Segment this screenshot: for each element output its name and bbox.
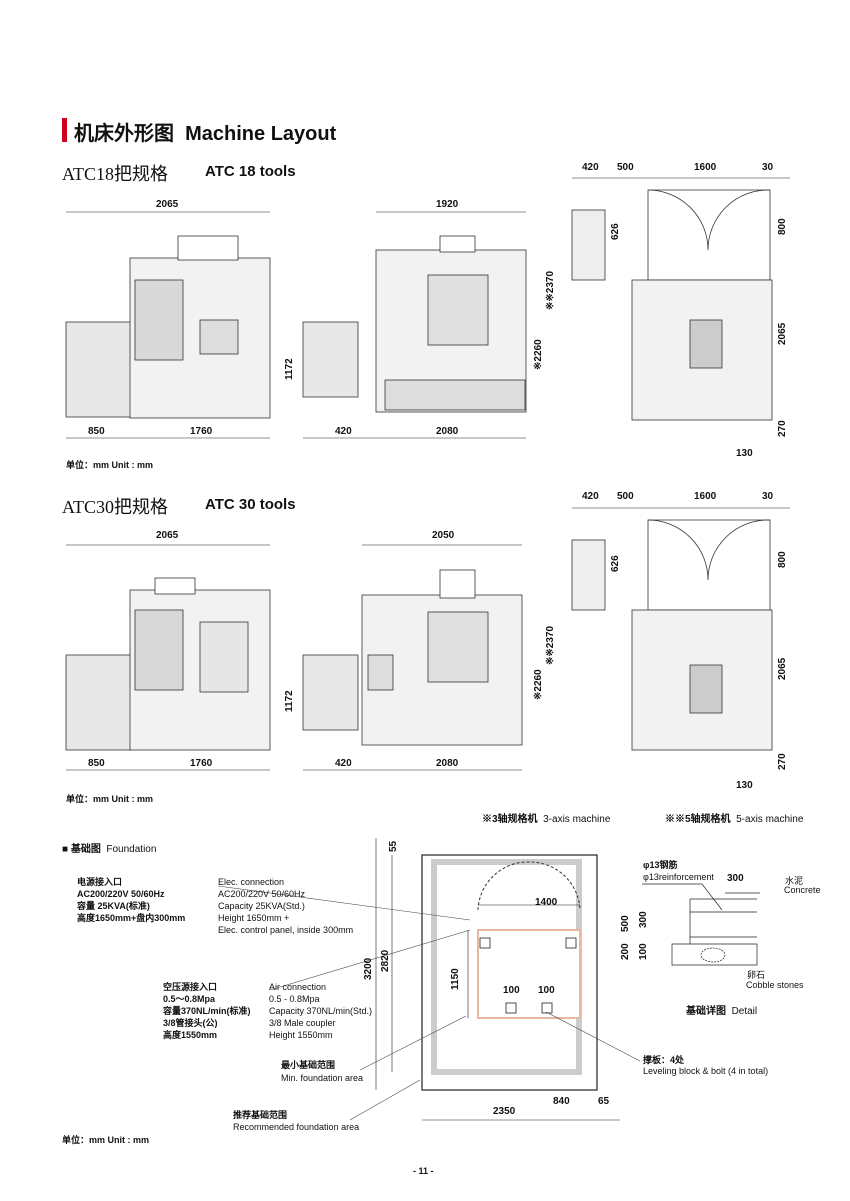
- dim: 1172: [284, 358, 295, 380]
- dim: 30: [762, 491, 774, 502]
- dim: 2820: [380, 949, 391, 972]
- atc30-drawings: [65, 519, 773, 751]
- dim: 2065: [777, 657, 788, 680]
- dim: 55: [388, 840, 399, 852]
- min-area-cn: 最小基础范围: [281, 1060, 336, 1070]
- dim: 800: [777, 551, 788, 568]
- atc18-drawings: [65, 189, 773, 421]
- dim: 850: [88, 758, 105, 769]
- foundation-drawing: [217, 838, 760, 1121]
- rebar-cn: φ13钢筋: [643, 860, 678, 870]
- dim: 3200: [363, 957, 374, 980]
- dim: 420: [582, 491, 599, 502]
- dim: 100: [538, 985, 555, 996]
- dim: 500: [620, 915, 631, 932]
- rec-area-cn: 推荐基础范围: [233, 1110, 288, 1120]
- concrete-cn: 水泥: [785, 876, 804, 886]
- dim: 850: [88, 426, 105, 437]
- dim: 30: [762, 162, 774, 173]
- legend-3axis: ※3轴规格机 3-axis machine: [482, 814, 611, 825]
- dim: ※※2370: [545, 270, 556, 310]
- dim: ※※2370: [545, 625, 556, 665]
- title-cn: 机床外形图: [74, 123, 174, 145]
- dim: ※2260: [533, 339, 544, 370]
- dim: 270: [777, 420, 788, 437]
- dim: 2350: [493, 1106, 516, 1117]
- dim: 2080: [436, 426, 459, 437]
- dim: 65: [598, 1096, 610, 1107]
- concrete-en: Concrete: [784, 885, 821, 895]
- dim: 130: [736, 448, 753, 459]
- foundation-heading: ■ 基础图 Foundation: [62, 844, 157, 855]
- dim: 1600: [694, 162, 717, 173]
- rec-area-en: Recommended foundation area: [233, 1122, 360, 1132]
- dim: 626: [610, 223, 621, 240]
- unit-label: 单位：mm Unit : mm: [66, 794, 154, 804]
- dim: 2065: [777, 322, 788, 345]
- atc30-heading-en: ATC 30 tools: [205, 496, 296, 513]
- unit-label: 单位：mm Unit : mm: [66, 460, 154, 470]
- atc18-heading-en: ATC 18 tools: [205, 163, 296, 180]
- rebar-en: φ13reinforcement: [643, 872, 714, 882]
- dim: 100: [638, 943, 649, 960]
- dim: 1760: [190, 426, 213, 437]
- detail-drawing: [642, 883, 760, 966]
- dim: 2050: [432, 530, 455, 541]
- dimension-lines: [66, 177, 790, 771]
- dim: 100: [503, 985, 520, 996]
- dim: 300: [638, 911, 649, 928]
- cobble-cn: 卵石: [747, 970, 766, 980]
- dim: 1600: [694, 491, 717, 502]
- dim: ※2260: [533, 669, 544, 700]
- dim: 1400: [535, 897, 558, 908]
- title-en: Machine Layout: [185, 123, 337, 145]
- dim: 1760: [190, 758, 213, 769]
- unit-label: 单位：mm Unit : mm: [62, 1135, 150, 1145]
- dim: 270: [777, 753, 788, 770]
- page-title: 机床外形图 Machine Layout: [74, 117, 336, 146]
- min-area-en: Min. foundation area: [281, 1073, 364, 1083]
- dim: 500: [617, 162, 634, 173]
- leveling-cn: 撑板：4处: [643, 1055, 685, 1065]
- dim: 1172: [284, 690, 295, 712]
- dim: 1150: [450, 968, 461, 990]
- dim: 2065: [156, 530, 179, 541]
- page-number: - 11 -: [413, 1166, 434, 1176]
- dim: 200: [620, 943, 631, 960]
- dim: 500: [617, 491, 634, 502]
- detail-title: 基础详图 Detail: [686, 1006, 758, 1017]
- title-accent-bar: [62, 118, 67, 142]
- dim: 2065: [156, 199, 179, 210]
- dim: 800: [777, 218, 788, 235]
- legend-5axis: ※※5轴规格机 5-axis machine: [665, 814, 804, 825]
- leveling-en: Leveling block & bolt (4 in total): [643, 1066, 769, 1076]
- dim: 420: [335, 758, 352, 769]
- dim: 420: [582, 162, 599, 173]
- dim: 840: [553, 1096, 570, 1107]
- dim: 1920: [436, 199, 459, 210]
- dim: 130: [736, 780, 753, 791]
- atc18-heading-cn: ATC18把规格: [62, 164, 169, 184]
- dim: 626: [610, 555, 621, 572]
- dim: 2080: [436, 758, 459, 769]
- dim: 420: [335, 426, 352, 437]
- atc30-heading-cn: ATC30把规格: [62, 497, 169, 517]
- dim: 300: [727, 873, 744, 884]
- cobble-en: Cobble stones: [746, 980, 804, 990]
